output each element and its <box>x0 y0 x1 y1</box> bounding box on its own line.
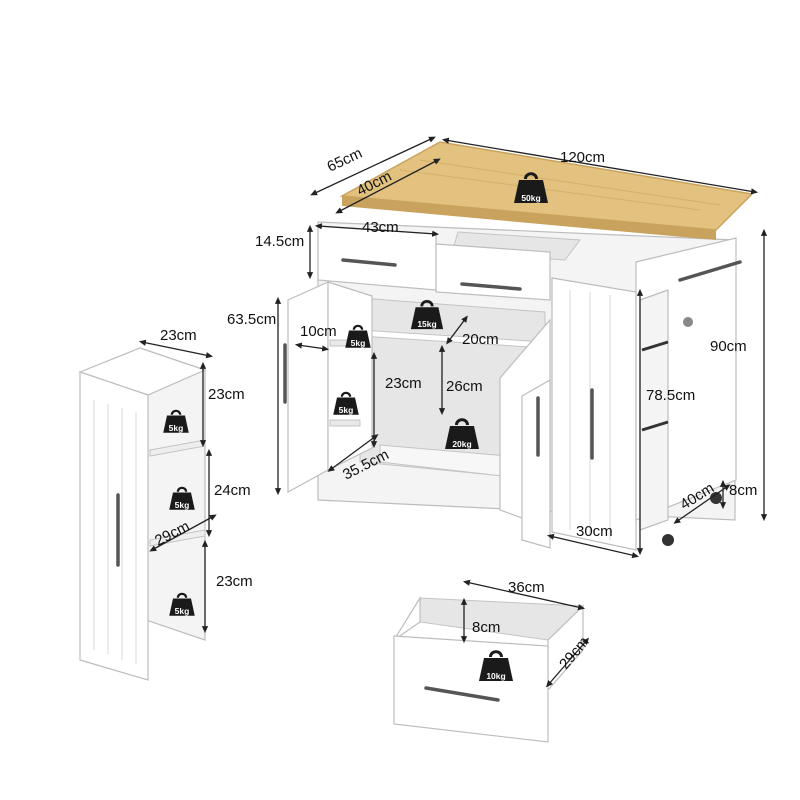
weight-cabinet-bottom: 20kg <box>445 418 479 449</box>
weight-door-upper-label: 5kg <box>351 338 366 348</box>
drawer-right-open[interactable] <box>435 231 581 301</box>
label-total-height: 90cm <box>710 338 747 355</box>
label-drawer-width: 43cm <box>362 219 399 236</box>
label-side-cabinet-width: 30cm <box>576 523 613 540</box>
weight-tower-middle: 5kg <box>169 486 195 510</box>
label-tower-width: 23cm <box>160 327 197 344</box>
end-panel <box>635 237 742 531</box>
weight-middle-shelf-label: 15kg <box>417 319 436 329</box>
label-drawer-height: 14.5cm <box>255 233 304 250</box>
label-drawer-box-height: 8cm <box>472 619 500 636</box>
label-caster-height: 8cm <box>729 482 757 499</box>
weight-middle-shelf: 15kg <box>410 299 444 330</box>
drawer-detail-handle[interactable] <box>424 686 500 702</box>
weight-tower-upper-label: 5kg <box>169 423 184 433</box>
label-tower-shelf3: 23cm <box>216 573 253 590</box>
weight-tower-lower: 5kg <box>169 592 195 616</box>
label-top-depth: 65cm <box>325 145 365 176</box>
storage-tower <box>78 347 207 681</box>
dimension-lines <box>138 136 768 688</box>
weight-door-lower-label: 5kg <box>339 405 354 415</box>
label-tower-shelf2: 24cm <box>214 482 251 499</box>
caster-wheel-icon <box>662 534 674 546</box>
weight-cabinet-bottom-label: 20kg <box>452 439 471 449</box>
dimension-labels: 65cm 120cm 40cm 43cm 14.5cm 63.5cm 10cm … <box>152 145 757 673</box>
weight-tower-lower-label: 5kg <box>175 606 190 616</box>
label-door-shelf-gap: 23cm <box>385 375 422 392</box>
weight-door-upper: 5kg <box>345 324 371 348</box>
label-side-cabinet-height: 78.5cm <box>646 387 695 404</box>
label-door-shelf-width: 10cm <box>300 323 337 340</box>
label-tower-shelf1: 23cm <box>208 386 245 403</box>
weight-drawer-label: 10kg <box>486 671 505 681</box>
towel-bar[interactable] <box>678 260 742 282</box>
hook-icon <box>683 317 693 327</box>
drawer-detail <box>393 595 585 743</box>
weight-top: 50kg <box>514 172 548 203</box>
label-drawer-box-width: 36cm <box>508 579 545 596</box>
weight-badges: 50kg 15kg 5kg 5kg 20kg 5kg 5kg 5kg <box>163 172 548 681</box>
weight-tower-upper: 5kg <box>163 409 189 433</box>
label-top-width: 120cm <box>560 149 605 166</box>
weight-top-label: 50kg <box>521 193 540 203</box>
weight-door-lower: 5kg <box>333 391 359 415</box>
drawer-left-handle[interactable] <box>341 258 397 267</box>
label-inner-height: 26cm <box>446 378 483 395</box>
weight-drawer: 10kg <box>479 650 513 681</box>
left-door-open[interactable] <box>283 281 373 494</box>
label-cabinet-height: 63.5cm <box>227 311 276 328</box>
label-shelf-depth: 20cm <box>462 331 499 348</box>
weight-tower-middle-label: 5kg <box>175 500 190 510</box>
side-cabinet[interactable] <box>551 277 637 551</box>
drawer-right-handle[interactable] <box>460 282 522 291</box>
